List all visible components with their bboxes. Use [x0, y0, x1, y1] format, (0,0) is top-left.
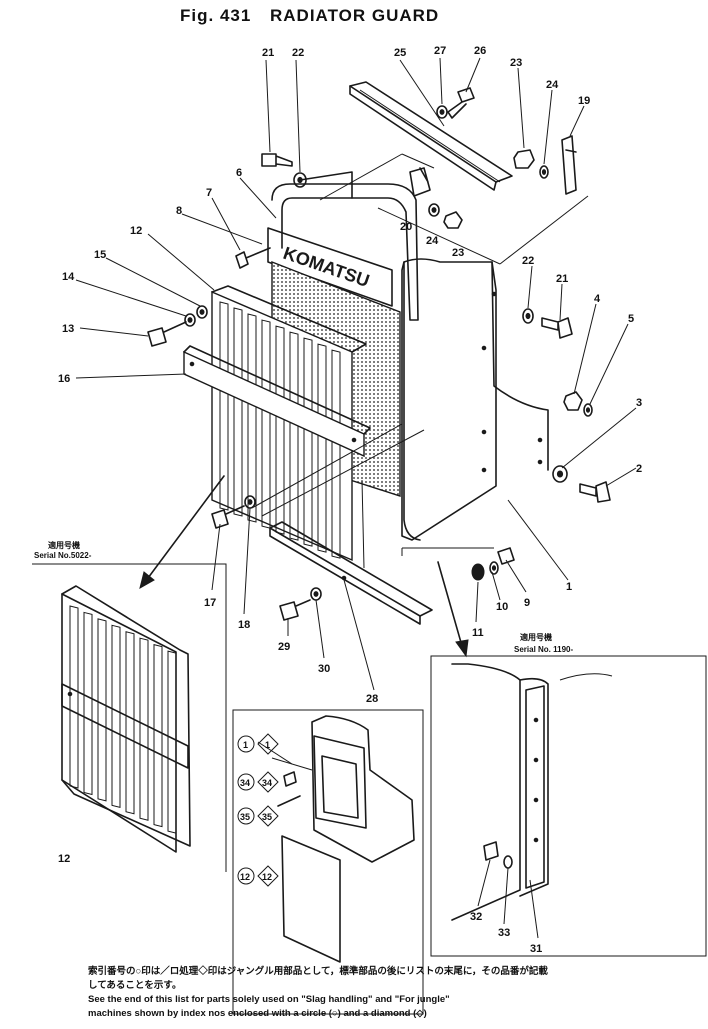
grille-slat: [317, 343, 327, 553]
callout-24b: 24: [426, 235, 439, 247]
grille-slat: [153, 643, 163, 828]
callout-4: 4: [594, 293, 601, 305]
badge-group: 1 1 34 34 35 35 12 12: [237, 733, 279, 887]
callout-24: 24: [546, 79, 559, 91]
callout-17: 17: [204, 597, 216, 609]
callout-8: 8: [176, 205, 182, 217]
callout-2: 2: [636, 463, 642, 475]
grille-slat: [139, 637, 149, 821]
note-jp-line2: してあることを示す。: [88, 980, 182, 991]
top-bracket-part: [349, 81, 513, 191]
callout-22b: 22: [522, 255, 534, 267]
callout-23: 23: [510, 57, 522, 69]
grille-slat: [331, 349, 341, 559]
grille-slat: [83, 611, 93, 796]
shroud-frame: [271, 171, 549, 541]
callout-27: 27: [434, 45, 446, 57]
callout-16: 16: [58, 373, 70, 385]
callout-26: 26: [474, 45, 486, 57]
middle-inset: 1 1 34 34 35 35 12 12: [232, 709, 424, 1015]
badge-circle-12: 12: [240, 872, 250, 882]
right-serial-label: Serial No. 1190-: [514, 645, 573, 654]
callout-13: 13: [62, 323, 74, 335]
callout-33: 33: [498, 927, 510, 939]
callout-31: 31: [530, 943, 542, 955]
badge-diamond-1: 1: [265, 740, 270, 750]
callout-3: 3: [636, 397, 642, 409]
badge-circle-34: 34: [240, 778, 250, 788]
grille-slat: [69, 605, 79, 789]
callout-21: 21: [262, 47, 274, 59]
callout-15: 15: [94, 249, 106, 261]
grille-slat: [275, 325, 285, 535]
callout-1: 1: [566, 581, 572, 593]
figure-title: RADIATOR GUARD: [270, 6, 439, 25]
leader-lines: [75, 57, 637, 691]
front-grille: [211, 285, 367, 562]
grille-slat: [167, 650, 177, 834]
callout-18: 18: [238, 619, 250, 631]
bottom-rail: [269, 521, 433, 625]
grille-slat: [303, 337, 313, 547]
note-en-line2: machines shown by index nos enclosed wit…: [88, 1008, 427, 1019]
grille-slat: [247, 313, 257, 523]
callout-11: 11: [472, 627, 484, 639]
callout-6: 6: [236, 167, 242, 179]
callout-7: 7: [206, 187, 212, 199]
callout-20: 20: [400, 221, 412, 233]
callout-5: 5: [628, 313, 634, 325]
badge-diamond-34: 34: [262, 778, 272, 788]
callout-29: 29: [278, 641, 290, 653]
callout-25: 25: [394, 47, 406, 59]
callout-23b: 23: [452, 247, 464, 259]
left-serial-jp: 適用号機: [48, 540, 80, 550]
grille-slat: [219, 301, 229, 511]
note-jp-line1: 索引番号の○印は／ロ処理◇印はジャングル用部品として，標準部品の後にリストの末尾…: [88, 966, 548, 977]
fasteners: [147, 87, 611, 621]
grille-slat: [97, 618, 107, 802]
callout-labels: 21 22 25 27 26 23 24 19 6 7 8 20 24 23 1…: [58, 45, 642, 955]
grille-slat: [125, 631, 135, 815]
figure-number: Fig. 431: [180, 6, 251, 25]
inset-arrows: [139, 475, 469, 658]
callout-10: 10: [496, 601, 508, 613]
grille-slat: [289, 331, 299, 541]
callout-19: 19: [578, 95, 590, 107]
left-serial-label: Serial No.5022-: [34, 551, 92, 560]
badge-circle-35: 35: [240, 812, 250, 822]
callout-30: 30: [318, 663, 330, 675]
badge-circle-1: 1: [243, 740, 248, 750]
callout-32: 32: [470, 911, 482, 923]
callout-22: 22: [292, 47, 304, 59]
grille-slat: [233, 307, 243, 517]
callout-12: 12: [130, 225, 142, 237]
right-serial-jp: 適用号機: [520, 632, 552, 642]
badge-diamond-35: 35: [262, 812, 272, 822]
note-en-line1: See the end of this list for parts solel…: [88, 994, 450, 1005]
left-inset: 適用号機 Serial No.5022-: [32, 540, 227, 872]
callout-28: 28: [366, 693, 378, 705]
callout-14: 14: [62, 271, 75, 283]
cross-bar: [183, 345, 371, 458]
grille-slat: [111, 624, 121, 808]
callout-9: 9: [524, 597, 530, 609]
right-inset: 適用号機 Serial No. 1190-: [430, 632, 707, 957]
badge-diamond-12: 12: [262, 872, 272, 882]
callout-21b: 21: [556, 273, 568, 285]
callout-12-inset: 12: [58, 853, 70, 865]
